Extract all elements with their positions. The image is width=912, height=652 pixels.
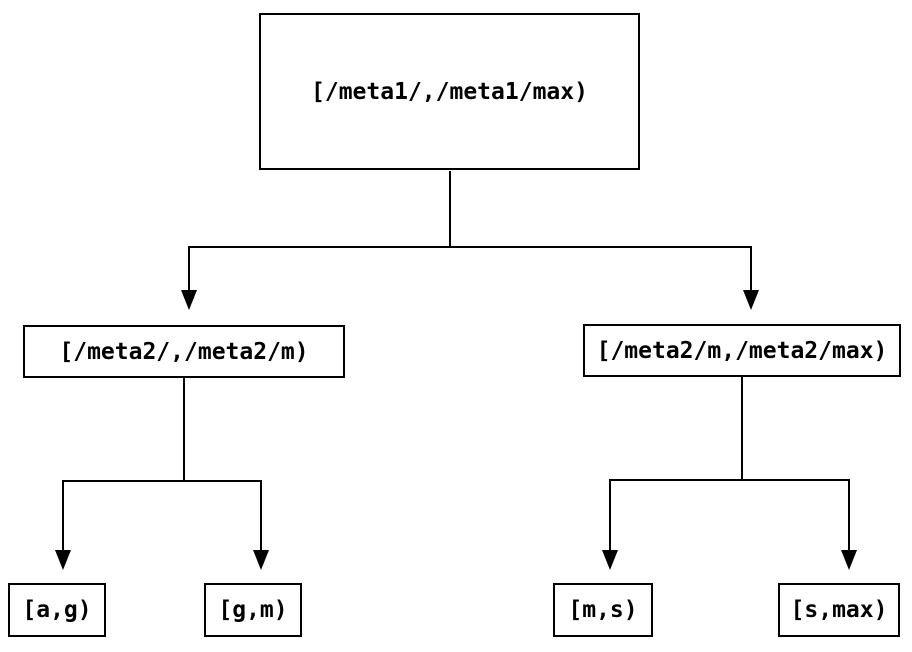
edge-left-branches: [62, 480, 262, 551]
arrow-down-icon: [841, 550, 857, 570]
node-leaf-gm: [g,m): [204, 583, 302, 637]
node-leaf-gm-label: [g,m): [218, 597, 288, 623]
node-root: [/meta1/,/meta1/max): [259, 13, 640, 170]
node-meta2-high: [/meta2/m,/meta2/max): [583, 324, 901, 377]
node-meta2-high-label: [/meta2/m,/meta2/max): [596, 337, 888, 364]
node-root-label: [/meta1/,/meta1/max): [311, 78, 588, 105]
arrow-down-icon: [602, 550, 618, 570]
node-meta2-low-label: [/meta2/,/meta2/m): [59, 338, 309, 365]
node-leaf-ag-label: [a,g): [22, 597, 92, 623]
node-leaf-ms-label: [m,s): [568, 597, 638, 623]
arrow-down-icon: [181, 290, 197, 310]
arrow-down-icon: [55, 550, 71, 570]
node-leaf-ms: [m,s): [553, 583, 653, 637]
node-leaf-smax: [s,max): [778, 583, 900, 637]
node-leaf-smax-label: [s,max): [790, 597, 888, 623]
node-leaf-ag: [a,g): [8, 583, 106, 637]
arrow-down-icon: [253, 550, 269, 570]
node-meta2-low: [/meta2/,/meta2/m): [23, 325, 345, 378]
arrow-down-icon: [743, 290, 759, 310]
edge-root-branches: [188, 246, 752, 291]
edge-right-branches: [609, 479, 850, 551]
